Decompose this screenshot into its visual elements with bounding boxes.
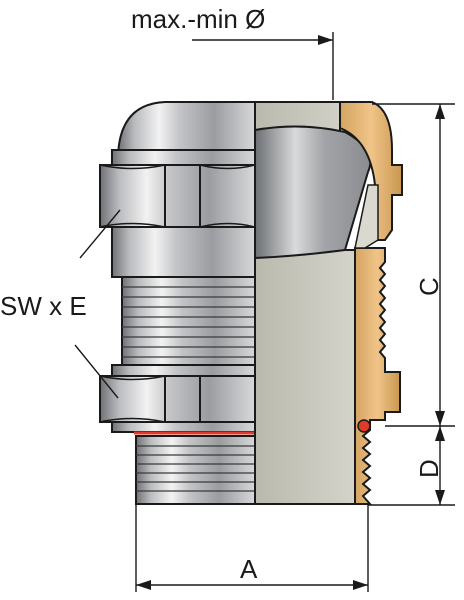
- o-ring: [357, 419, 371, 433]
- dimension-c-label: C: [414, 277, 444, 296]
- dome-cap: [116, 101, 256, 161]
- dimension-lines: [74, 32, 455, 592]
- seal-flange: [111, 421, 256, 433]
- lower-hex-nut: [99, 375, 256, 423]
- clamping-cone: [254, 125, 372, 260]
- brass-body-section: [354, 247, 401, 505]
- inner-seal-wedge: [354, 184, 379, 249]
- brass-cap-section: [339, 101, 403, 241]
- diameter-label: max.-min Ø: [131, 4, 265, 34]
- wrench-size-label: SW x E: [0, 291, 87, 321]
- exterior-half: [99, 101, 256, 505]
- section-half: [254, 101, 403, 505]
- thread-section: [121, 276, 256, 368]
- bottom-thread: [135, 435, 256, 505]
- upper-hex-nut: [99, 164, 256, 228]
- dimension-a-label: A: [240, 554, 258, 584]
- middle-sleeve: [111, 226, 256, 278]
- dimension-d-label: D: [414, 459, 444, 478]
